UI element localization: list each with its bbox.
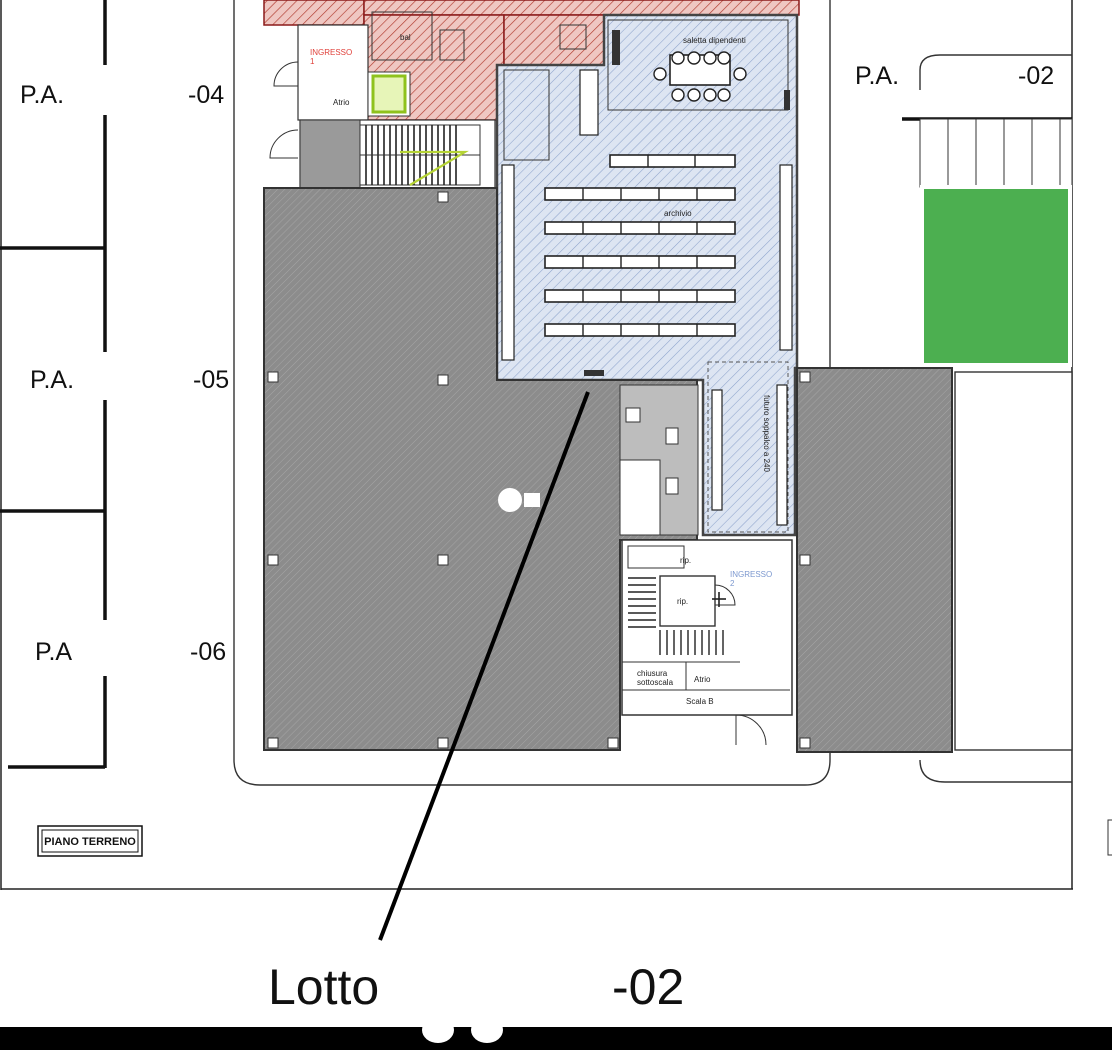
unit-number-upper-left: -04	[188, 81, 224, 109]
staircase-b	[621, 539, 793, 746]
bottom-band	[0, 1017, 1112, 1050]
room-label-future-mezzanine: futuro soppalco a 240	[762, 395, 771, 472]
unit-label-middle-left: P.A.	[30, 366, 74, 394]
room-label-stair-landing: rip.	[680, 556, 691, 565]
green-courtyard	[920, 185, 1072, 367]
unit-number-lower-left: -06	[190, 638, 226, 666]
room-label-atrium-1: Atrio	[333, 98, 350, 107]
unit-label-upper-right: P.A.	[855, 62, 899, 90]
lot-caption-word: Lotto	[268, 959, 379, 1015]
room-label-atrium-2: Atrio	[694, 675, 711, 684]
floor-tag-label: PIANO TERRENO	[44, 836, 136, 848]
entrance-1-area	[269, 24, 411, 159]
room-label-archive: archivio	[664, 209, 692, 218]
lot-leader-line	[378, 391, 590, 941]
left-units-walls	[0, 0, 107, 769]
unit-label-lower-left: P.A	[35, 638, 72, 666]
room-label-stair-room: rip.	[677, 597, 688, 606]
staircase-1	[299, 119, 496, 189]
right-unit	[902, 117, 1112, 856]
unit-label-upper-left: P.A.	[20, 81, 64, 109]
lot-caption-number: -02	[612, 959, 684, 1015]
floor-tag: PIANO TERRENO	[37, 825, 143, 857]
room-label-staff-room: saletta dipendenti	[683, 36, 746, 45]
unit-number-middle-left: -05	[193, 366, 229, 394]
elevator	[371, 74, 407, 114]
blue-zone	[495, 13, 799, 537]
unit-number-upper-right: -02	[1018, 62, 1054, 90]
building-outline	[233, 0, 1072, 786]
room-label-stair-b: Scala B	[686, 697, 714, 706]
grey-zone	[263, 187, 953, 753]
room-label-wc: bal	[400, 33, 411, 42]
red-zone	[263, 0, 800, 121]
